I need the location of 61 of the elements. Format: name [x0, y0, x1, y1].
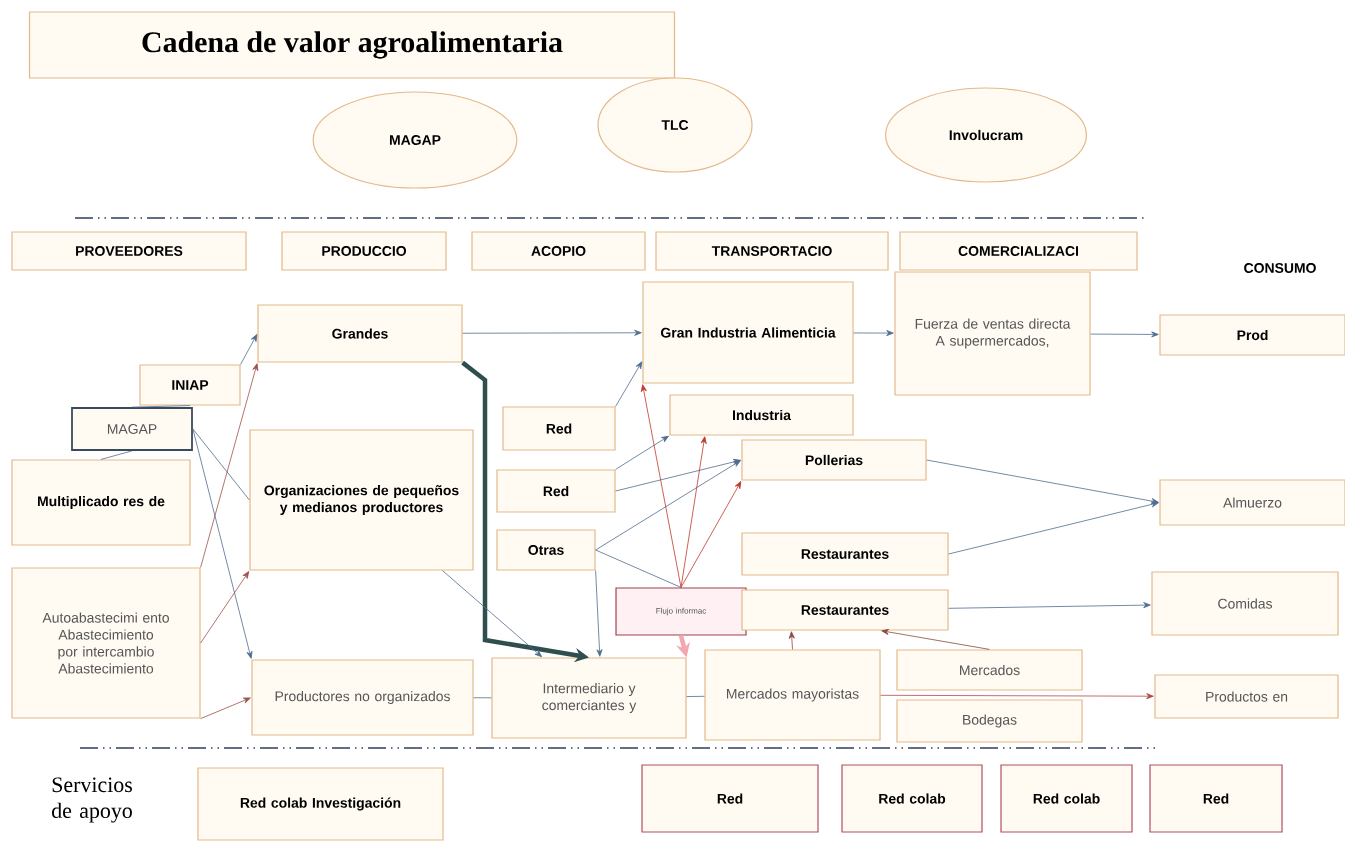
ellipse-node: Involucram [885, 87, 1088, 183]
process-box: Productos en [1154, 674, 1339, 719]
process-box: Restaurantes [741, 532, 949, 576]
process-box: Productores no organizados [251, 659, 474, 736]
arrow [880, 693, 1154, 700]
arrow [1090, 331, 1159, 338]
process-box: Industria [669, 394, 854, 436]
process-box: INIAP [139, 364, 241, 406]
process-box: Red colab Investigación [197, 767, 444, 841]
process-box: Intermediario y comerciantes y [491, 657, 687, 739]
process-box: Red colab [841, 764, 983, 833]
process-box: Restaurantes [741, 589, 949, 631]
arrow [595, 570, 603, 657]
process-box: Comidas [1151, 571, 1339, 636]
process-box: ACOPIO [471, 231, 646, 271]
process-box: Mercados [896, 649, 1083, 691]
process-box: Mercados mayoristas [704, 649, 881, 741]
process-box: Multiplicado res de [11, 459, 191, 546]
arrow [200, 697, 251, 719]
stage-label: CONSUMO [1244, 263, 1316, 273]
process-box: Autoabastecimi ento Abastecimiento por intercambio Abastecimiento [11, 567, 201, 719]
process-box: MAGAP [71, 407, 193, 451]
arrow [595, 460, 741, 551]
process-box: Almuerzo [1159, 479, 1345, 526]
process-box: Gran Industria Alimenticia [642, 281, 854, 384]
process-box: Red colab [1000, 764, 1133, 833]
process-box: Red [641, 764, 819, 833]
process-box: Pollerias [741, 439, 927, 481]
process-box: Organizaciones de pequeños y medianos productores [249, 429, 474, 571]
arrow [200, 363, 259, 568]
stage-label: Servicios de apoyo [52, 777, 132, 823]
process-box: PRODUCCIO [281, 231, 447, 271]
arrow [192, 428, 253, 659]
arrow [881, 628, 990, 650]
process-box: Red [502, 406, 616, 451]
process-box: Grandes [257, 304, 463, 363]
arrow [948, 602, 1151, 609]
arrow [948, 501, 1159, 555]
arrow [926, 459, 1159, 505]
process-box: Red [496, 469, 616, 513]
ellipse-node: MAGAP [312, 91, 518, 189]
process-box: Prod [1159, 314, 1345, 356]
arrow [442, 570, 543, 658]
arrow [788, 631, 795, 650]
process-box: Red [1149, 764, 1283, 833]
ellipse-node: TLC [597, 77, 753, 173]
arrow [615, 435, 669, 470]
arrow [615, 458, 741, 492]
arrow [680, 436, 707, 588]
process-box: COMERCIALIZACI [899, 231, 1138, 271]
process-box: Otras [496, 529, 596, 571]
arrow [853, 330, 894, 337]
arrow [200, 571, 250, 644]
process-box: PROVEEDORES [11, 231, 247, 271]
arrow [615, 361, 643, 407]
arrow [240, 334, 258, 365]
arrow [462, 329, 642, 336]
process-box: Bodegas [896, 699, 1083, 743]
arrow [680, 481, 742, 588]
process-box: TRANSPORTACIO [655, 231, 889, 271]
arrow [640, 384, 682, 588]
